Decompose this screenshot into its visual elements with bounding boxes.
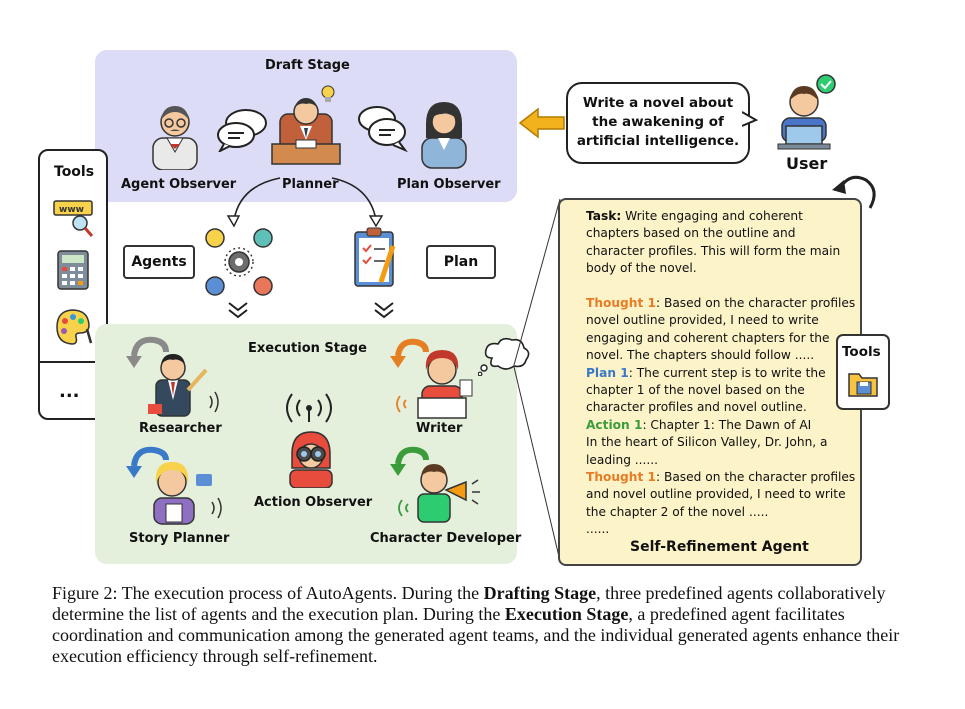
user-request-bubble: Write a novel about the awakening of art…	[566, 82, 750, 164]
researcher-icon	[126, 336, 219, 417]
plan-observer-label: Plan Observer	[397, 177, 501, 192]
user-avatar-icon	[777, 74, 836, 150]
action-label: Action 1	[586, 417, 643, 432]
task-line: body of the novel.	[586, 261, 697, 276]
character-developer-icon	[390, 446, 480, 523]
thought-line: engaging and coherent chapters for the	[586, 330, 830, 345]
caption-text: , three predefined agents collaborativel…	[52, 583, 886, 624]
action-line: In the heart of Silicon Valley, Dr. John…	[586, 435, 828, 450]
svg-text:www: www	[59, 205, 84, 215]
agents-box: Agents	[123, 245, 195, 279]
plan-line: chapter 1 of the novel based on the	[586, 383, 805, 398]
thought-line: and novel outline provided, I need to wr…	[586, 487, 846, 502]
agent-observer-label: Agent Observer	[121, 177, 237, 192]
plan-line: : The current step is to write the	[628, 365, 826, 380]
task-line: chapters based on the outline and	[586, 226, 796, 241]
figure-caption: Figure 2: The execution process of AutoA…	[52, 583, 927, 667]
broadcast-icon	[286, 393, 332, 423]
sra-tools-box: Tools	[836, 334, 890, 410]
action-line: leading ......	[586, 452, 659, 467]
plan-clipboard-icon	[354, 227, 396, 287]
chat-bubbles-icon	[217, 109, 267, 152]
thought-line: novel outline provided, I need to write	[586, 313, 819, 328]
plan-box: Plan	[426, 245, 496, 279]
sra-ellipsis: ......	[586, 522, 610, 537]
sra-tools-label: Tools	[842, 344, 881, 360]
plan-line: character profiles and novel outline.	[586, 400, 807, 415]
thought-label: Thought 1	[586, 470, 656, 485]
plan-observer-icon	[421, 102, 467, 169]
planner-icon	[271, 85, 341, 165]
zoom-lines	[513, 198, 561, 562]
self-refinement-agent-panel: Task: Write engaging and coherent chapte…	[558, 198, 862, 566]
thought-label: Thought 1	[586, 296, 656, 311]
user-label: User	[786, 154, 828, 173]
planner-split-arrows	[226, 177, 384, 228]
task-line: Write engaging and coherent	[621, 209, 803, 223]
chat-bubbles-icon	[358, 106, 408, 152]
thought-line: novel. The chapters should follow .....	[586, 348, 815, 363]
writer-label: Writer	[416, 421, 463, 436]
chevron-down-icon	[228, 302, 248, 319]
thought-line: the chapter 2 of the novel .....	[586, 504, 769, 519]
character-developer-label: Character Developer	[370, 531, 522, 546]
caption-text: , a predefined agent facilitates coordin…	[52, 604, 900, 666]
thought-line: : Based on the character profiles	[656, 296, 856, 311]
task-line: character profiles. This will form the m…	[586, 243, 841, 258]
draft-stage-title: Draft Stage	[265, 58, 350, 73]
left-arrow-icon	[518, 107, 565, 139]
bubble-tail	[742, 111, 758, 127]
chevron-down-icon	[374, 302, 394, 319]
story-planner-label: Story Planner	[129, 531, 230, 546]
tools-title: Tools	[54, 164, 95, 180]
palette-icon	[56, 309, 93, 345]
thought-cloud-icon	[478, 337, 530, 376]
caption-text: Figure 2: The execution process of AutoA…	[52, 583, 484, 603]
execution-stage-title: Execution Stage	[248, 341, 367, 356]
www-search-icon: www	[53, 200, 94, 237]
action-observer-label: Action Observer	[254, 495, 373, 510]
folder-save-icon	[848, 373, 878, 397]
self-refinement-agent-title: Self-Refinement Agent	[630, 539, 809, 555]
calculator-icon	[57, 250, 89, 290]
agent-observer-icon	[152, 106, 198, 170]
tools-divider	[40, 361, 106, 363]
researcher-label: Researcher	[139, 421, 222, 436]
user-request-line: Write a novel about	[582, 95, 734, 111]
task-label: Task:	[586, 209, 622, 223]
writer-icon	[390, 338, 473, 419]
story-planner-icon	[126, 446, 222, 525]
tools-more: ...	[59, 381, 80, 402]
action-line: : Chapter 1: The Dawn of AI	[642, 417, 812, 432]
caption-bold: Drafting Stage	[483, 583, 597, 603]
caption-bold: Execution Stage	[504, 604, 629, 624]
refresh-arrow-icon	[832, 175, 876, 209]
action-observer-icon	[289, 431, 333, 488]
user-request-line: the awakening of	[592, 114, 724, 130]
user-request-line: artificial intelligence.	[576, 133, 740, 149]
planner-label: Planner	[282, 177, 339, 192]
thought-line: : Based on the character profiles	[656, 470, 856, 485]
agents-network-icon	[205, 228, 273, 296]
plan-label: Plan 1	[586, 365, 629, 380]
